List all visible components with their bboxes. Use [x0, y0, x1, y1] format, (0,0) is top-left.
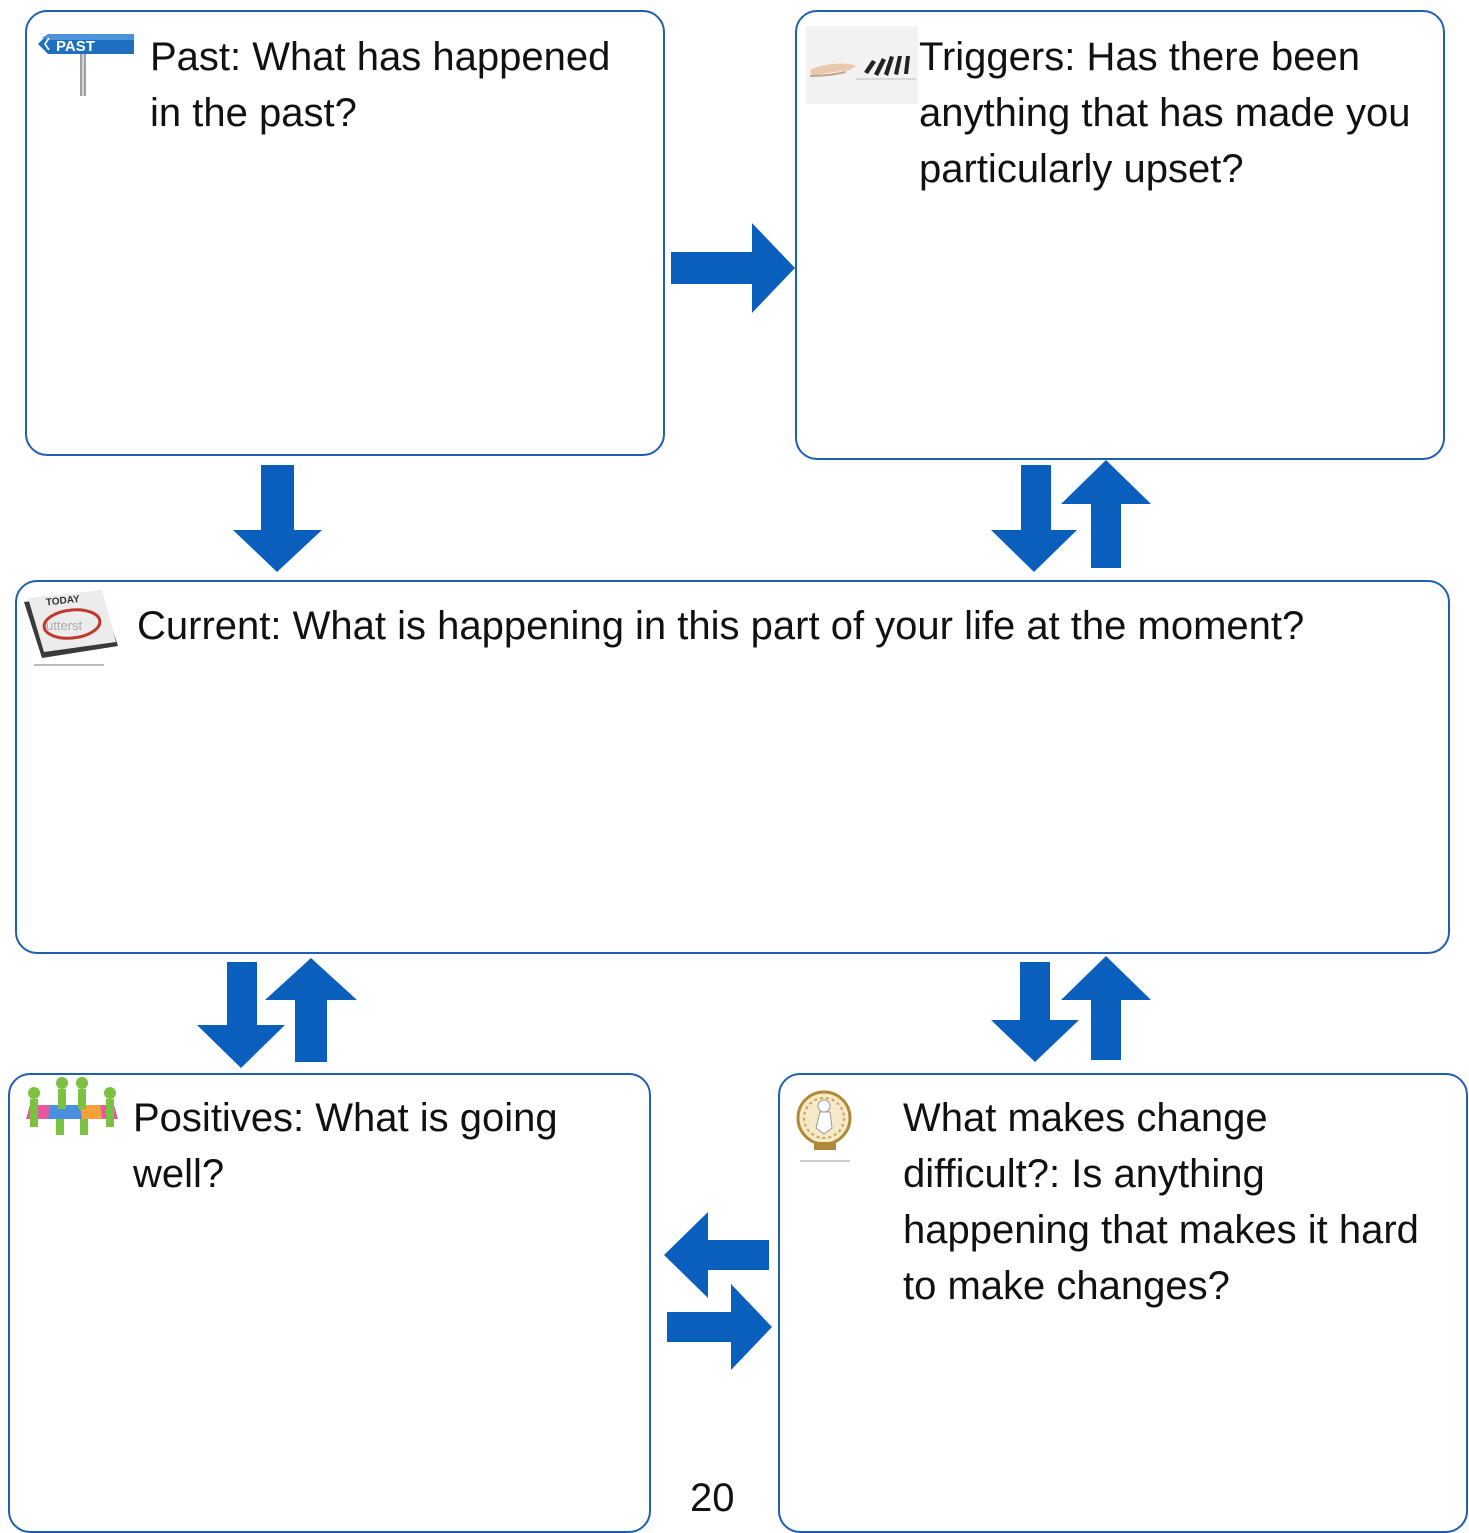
past-box [25, 10, 665, 456]
arrow-past-to-triggers [671, 223, 795, 313]
past-signpost-icon: PAST [34, 32, 140, 96]
arrow-difficult-to-current [1061, 956, 1151, 1060]
arrow-current-to-difficult [991, 962, 1079, 1062]
today-calendar-icon: TODAY utterst [20, 588, 124, 668]
positives-question: Positives: What is going well? [133, 1096, 558, 1196]
page-number: 20 [690, 1476, 735, 1520]
arrow-current-to-positives [197, 962, 285, 1068]
arrow-positives-to-difficult [667, 1284, 772, 1370]
past-sign-label: PAST [56, 38, 95, 55]
past-question: Past: What has happened in the past? [150, 35, 611, 135]
difficult-question: What makes change difficult?: Is anythin… [903, 1096, 1419, 1308]
current-question: Current: What is happening in this part … [137, 604, 1305, 648]
arrow-triggers-to-current [991, 465, 1077, 572]
arrow-past-to-current [233, 465, 322, 572]
arrow-positives-to-current [265, 958, 357, 1062]
svg-text:TODAY: TODAY [45, 594, 80, 609]
positives-box [8, 1073, 651, 1533]
team-puzzle-icon [20, 1075, 124, 1145]
triggers-question: Triggers: Has there been anything that h… [919, 35, 1411, 191]
arrow-current-to-triggers [1061, 460, 1151, 568]
difficult-box [778, 1073, 1468, 1533]
current-box [15, 580, 1450, 954]
domino-push-icon [806, 26, 918, 104]
arrow-difficult-to-positives [664, 1212, 769, 1298]
svg-text:utterst: utterst [46, 618, 83, 633]
hamster-wheel-icon [794, 1088, 858, 1166]
